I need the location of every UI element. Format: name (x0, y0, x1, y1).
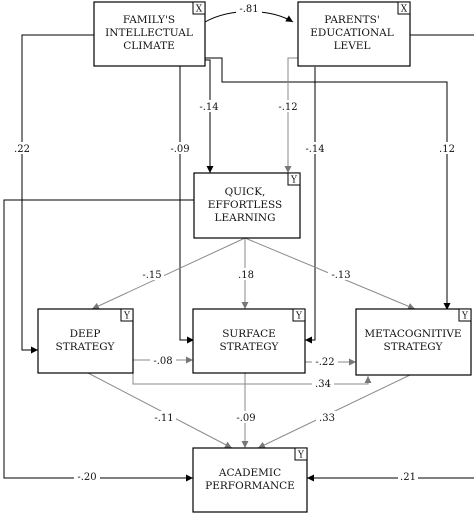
node-label-line: FAMILY'S (123, 14, 175, 26)
svg-text:-.20: -.20 (77, 472, 96, 483)
node-label-line: LEARNING (214, 212, 275, 224)
coef-family-meta: .12 (438, 142, 456, 155)
svg-text:-.14: -.14 (199, 102, 218, 113)
svg-text:-.08: -.08 (153, 356, 172, 367)
node-label-line: METACOGNITIVE (364, 328, 461, 340)
node-deep-strategy: Y DEEP STRATEGY (37, 308, 134, 374)
coef-deep-surface: -.08 (150, 354, 176, 367)
node-label-line: EFFORTLESS (208, 199, 282, 211)
coef-quick-surface: .18 (236, 268, 256, 281)
svg-text:-.09: -.09 (170, 144, 189, 155)
svg-text:.18: .18 (238, 270, 254, 281)
svg-text:.22: .22 (14, 144, 30, 155)
coef-family-deep: .22 (14, 142, 30, 155)
node-label-line: QUICK, (225, 186, 266, 198)
node-parents-educational-level: X PARENTS' EDUCATIONAL LEVEL (297, 1, 411, 67)
node-label-line: STRATEGY (384, 341, 444, 353)
coef-quick-academic: -.20 (74, 470, 100, 483)
coef-family-surface: -.09 (168, 142, 192, 155)
coef-parents-quick: -.12 (276, 100, 300, 113)
node-badge: X (401, 5, 408, 15)
svg-text:-.09: -.09 (236, 413, 255, 424)
edge-family-deep (21, 34, 94, 354)
edge-deep-academic (87, 372, 233, 449)
svg-text:-.14: -.14 (305, 144, 324, 155)
svg-text:.21: .21 (400, 472, 416, 483)
svg-text:.34: .34 (315, 379, 331, 390)
node-label-line: PERFORMANCE (205, 480, 295, 492)
coef-surface-academic: -.09 (233, 411, 259, 424)
edge-deep-meta (132, 372, 372, 385)
node-surface-strategy: Y SURFACE STRATEGY (192, 308, 306, 374)
node-metacognitive-strategy: Y METACOGNITIVE STRATEGY (355, 308, 472, 376)
edge-family-meta (205, 57, 451, 310)
node-label-line: LEVEL (334, 40, 371, 52)
edge-parents-academic (307, 34, 474, 482)
node-label-line: EDUCATIONAL (310, 27, 394, 39)
coef-family-parents: -.81 (236, 2, 262, 15)
svg-text:-.11: -.11 (154, 413, 173, 424)
node-academic-performance: Y ACADEMIC PERFORMANCE (192, 447, 308, 513)
edge-family-surface (179, 66, 194, 344)
coef-deep-meta: .34 (312, 377, 334, 390)
node-badge: X (196, 5, 203, 15)
node-label-line: STRATEGY (220, 341, 280, 353)
svg-text:-.12: -.12 (278, 102, 297, 113)
node-label-line: ACADEMIC (218, 467, 281, 479)
node-quick-effortless-learning: Y QUICK, EFFORTLESS LEARNING (193, 172, 301, 239)
svg-text:.33: .33 (319, 413, 335, 424)
svg-text:-.81: -.81 (239, 4, 258, 15)
coef-quick-meta: -.13 (328, 268, 354, 281)
coef-parents-surface: -.14 (302, 142, 328, 155)
edge-parents-surface (305, 67, 316, 344)
edge-quick-deep (91, 237, 246, 310)
coef-meta-academic: .33 (316, 411, 338, 424)
node-label-line: DEEP (70, 328, 101, 340)
node-badge: Y (123, 312, 131, 322)
coef-deep-academic: -.11 (152, 411, 176, 424)
node-label-line: SURFACE (222, 328, 276, 340)
edge-parents-quick (284, 57, 298, 173)
coef-parents-academic: .21 (398, 470, 418, 483)
svg-text:-.13: -.13 (331, 270, 350, 281)
node-badge: Y (461, 312, 469, 322)
node-label-line: STRATEGY (56, 341, 116, 353)
node-badge: Y (290, 176, 298, 186)
svg-text:.12: .12 (439, 144, 455, 155)
coef-surface-meta: -.22 (312, 355, 338, 368)
node-family-intellectual-climate: X FAMILY'S INTELLECTUAL CLIMATE (93, 1, 206, 67)
node-label-line: PARENTS' (324, 14, 380, 26)
coef-quick-deep: -.15 (140, 268, 164, 281)
coef-family-quick: -.14 (196, 100, 222, 113)
node-label-line: INTELLECTUAL (105, 27, 193, 39)
svg-text:-.22: -.22 (315, 357, 334, 368)
node-badge: Y (295, 312, 303, 322)
node-label-line: CLIMATE (123, 40, 175, 52)
svg-text:-.15: -.15 (142, 270, 161, 281)
node-badge: Y (297, 451, 305, 461)
